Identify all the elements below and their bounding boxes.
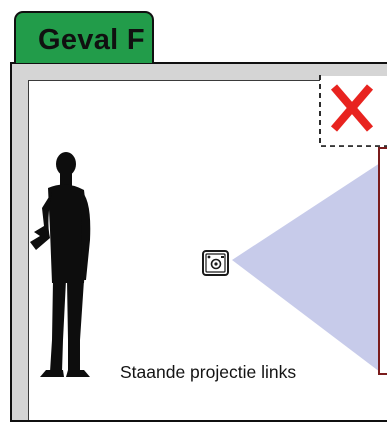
scene-drawing: [30, 75, 387, 377]
projection-beam: [232, 163, 380, 372]
red-cross-icon: [330, 84, 374, 132]
case-tab: Geval F: [14, 11, 154, 63]
projection-screen: [378, 147, 387, 375]
projector-icon: [202, 250, 229, 276]
caption: Staande projectie links: [120, 362, 297, 382]
standing-person-silhouette: [30, 152, 91, 377]
case-title: Geval F: [38, 24, 145, 56]
